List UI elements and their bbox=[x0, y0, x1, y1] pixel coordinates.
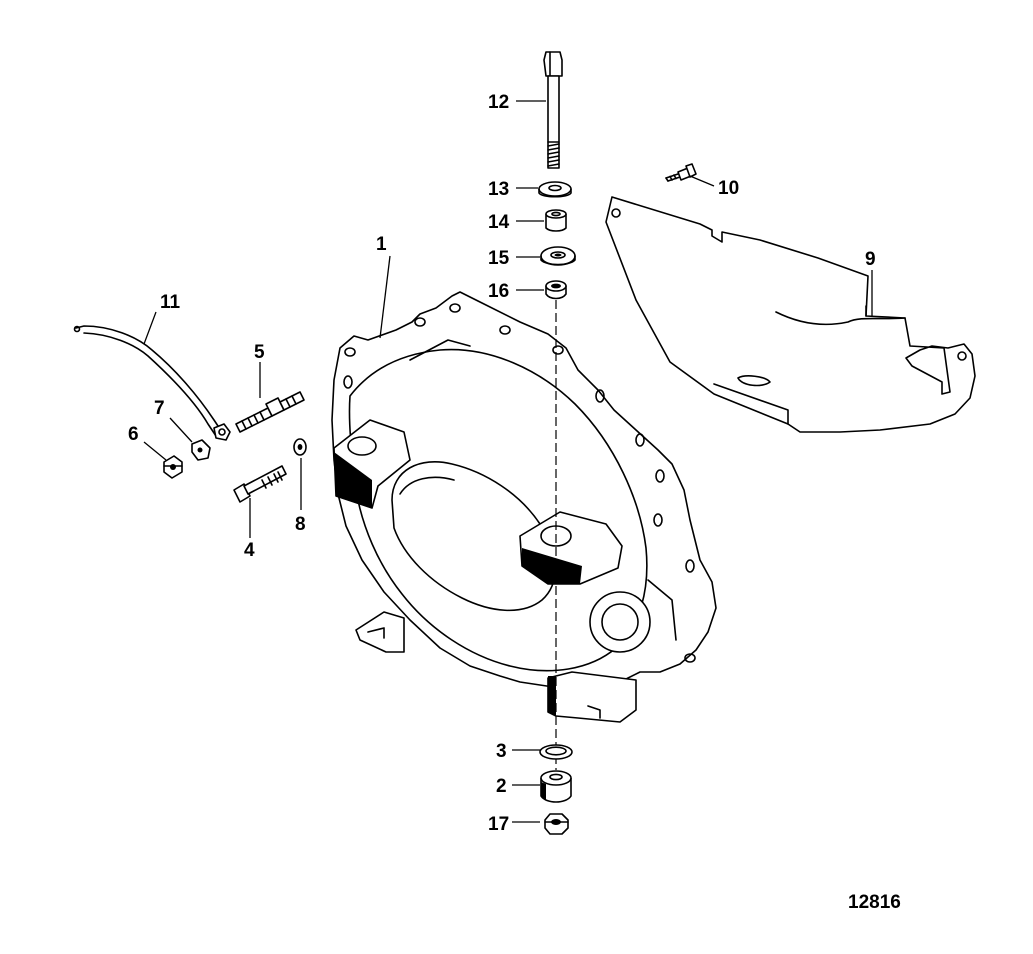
callout-9: 9 bbox=[865, 249, 876, 270]
callout-3: 3 bbox=[496, 741, 507, 762]
part-long-bolt bbox=[543, 51, 563, 169]
callout-1: 1 bbox=[376, 234, 387, 255]
part-cover-screw bbox=[665, 163, 697, 182]
part-flat-washer bbox=[538, 181, 572, 198]
callout-15: 15 bbox=[488, 248, 510, 269]
callout-2: 2 bbox=[496, 776, 507, 797]
callout-10: 10 bbox=[718, 178, 739, 199]
callout-17: 17 bbox=[488, 814, 509, 835]
part-hex-bolt bbox=[233, 465, 287, 503]
part-lower-washer bbox=[539, 744, 573, 760]
part-star-washer bbox=[191, 439, 211, 461]
callout-5: 5 bbox=[254, 342, 265, 363]
leader-lines bbox=[143, 100, 873, 823]
callout-labels: 1 2 3 4 5 6 7 8 9 10 11 12 13 14 15 16 1… bbox=[128, 92, 876, 835]
part-flywheel-housing bbox=[331, 291, 717, 723]
part-lower-rubber-mount bbox=[540, 770, 572, 803]
part-lock-washer bbox=[293, 438, 307, 456]
part-upper-rubber-mount bbox=[545, 280, 567, 300]
callout-16: 16 bbox=[488, 281, 509, 302]
figure-number: 12816 bbox=[848, 892, 901, 913]
callout-11: 11 bbox=[160, 292, 181, 313]
callout-14: 14 bbox=[488, 212, 510, 233]
part-mount-washer bbox=[540, 246, 576, 266]
callout-12: 12 bbox=[488, 92, 509, 113]
callout-6: 6 bbox=[128, 424, 139, 445]
part-ground-strap bbox=[73, 325, 231, 441]
part-flywheel-cover bbox=[605, 196, 976, 433]
part-hex-nut bbox=[163, 455, 183, 479]
callout-8: 8 bbox=[295, 514, 306, 535]
part-threaded-stud bbox=[235, 391, 305, 433]
part-lock-nut bbox=[544, 813, 569, 835]
callout-7: 7 bbox=[154, 398, 165, 419]
part-spacer-sleeve bbox=[545, 209, 567, 232]
callout-13: 13 bbox=[488, 179, 509, 200]
callout-4: 4 bbox=[244, 540, 255, 561]
